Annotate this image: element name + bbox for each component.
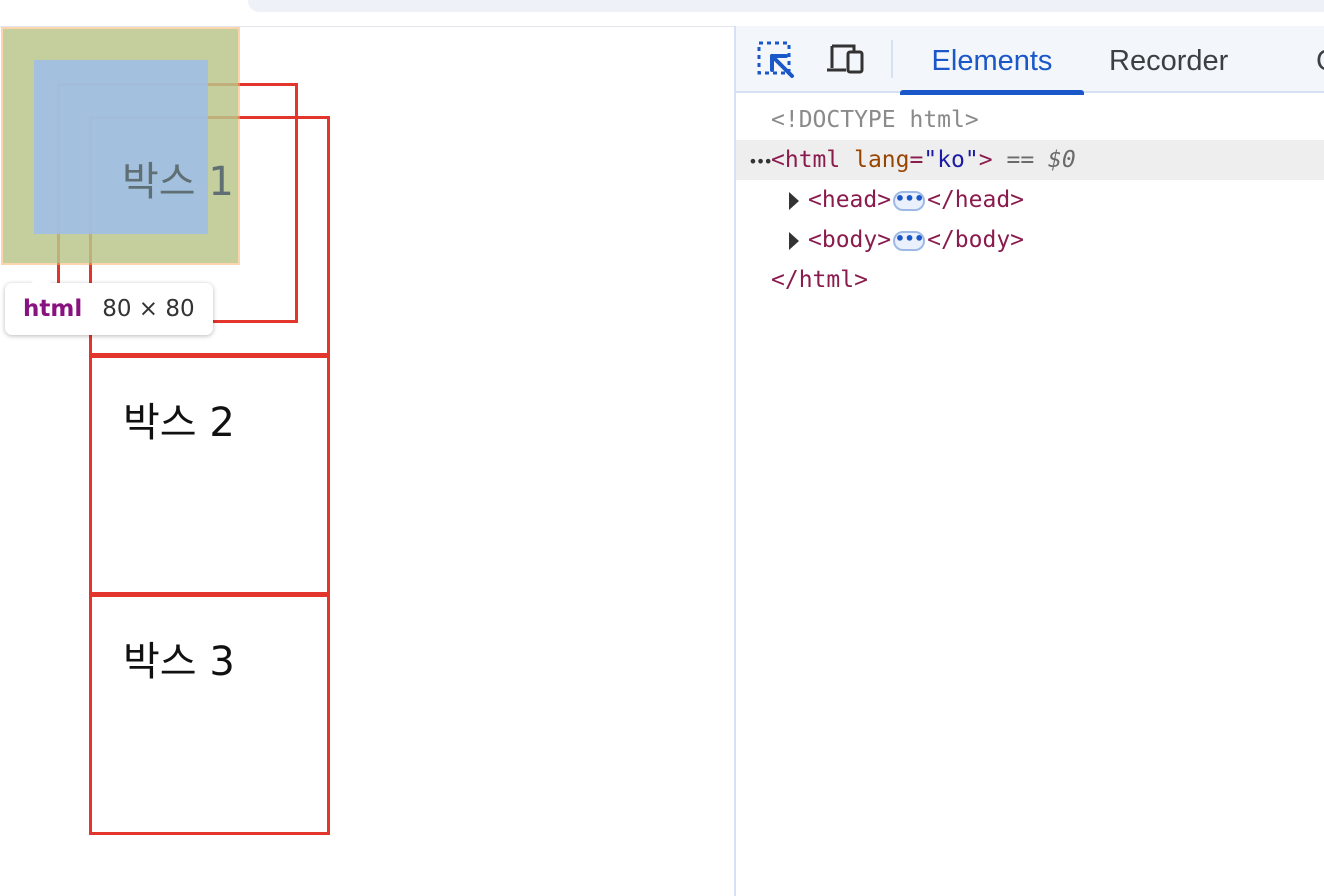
collapsed-children-pill[interactable]: •••: [893, 190, 926, 211]
expand-triangle-icon[interactable]: [789, 191, 799, 210]
inspect-element-icon[interactable]: [754, 38, 798, 82]
inspector-tooltip: html 80 × 80: [5, 273, 213, 335]
devtools-toolbar: Elements Recorder C: [736, 26, 1324, 95]
tab-recorder[interactable]: Recorder: [1109, 45, 1229, 77]
box-2: 박스 2: [89, 355, 330, 595]
html-attr-value: "ko": [923, 147, 979, 173]
html-close-tag: </html>: [771, 267, 868, 293]
box-3: 박스 3: [89, 594, 330, 835]
tooltip-tag-name: html: [23, 296, 83, 322]
tooltip-dimensions: 80 × 80: [102, 296, 195, 322]
box-2-label: 박스 2: [123, 400, 235, 446]
dom-html-row[interactable]: •••<html lang="ko"> == $0: [736, 140, 1324, 180]
devtools-panel: Elements Recorder C <!DOCTYPE html> •••<…: [734, 26, 1324, 896]
selected-marker-eq: ==: [1006, 147, 1035, 173]
highlight-content-overlay: [34, 60, 208, 234]
collapsed-children-pill[interactable]: •••: [893, 230, 926, 251]
device-toolbar-icon[interactable]: [824, 38, 868, 82]
box-3-label: 박스 3: [123, 639, 235, 685]
body-open-tag: <body>: [808, 227, 892, 253]
head-close-tag: </head>: [927, 187, 1025, 213]
html-open-tag-end: >: [978, 147, 993, 173]
selected-marker-ref: $0: [1048, 147, 1076, 173]
tab-next[interactable]: C: [1316, 26, 1324, 93]
dom-body-row[interactable]: <body>•••</body>: [736, 220, 1324, 260]
dom-doctype-row[interactable]: <!DOCTYPE html>: [736, 100, 1324, 140]
dom-head-row[interactable]: <head>•••</head>: [736, 180, 1324, 220]
tab-elements[interactable]: Elements: [900, 26, 1084, 95]
expand-triangle-icon[interactable]: [789, 231, 799, 250]
doctype-text: <!DOCTYPE html>: [771, 107, 979, 133]
toolbar-divider: [891, 40, 893, 78]
html-open-tag: <html: [771, 147, 841, 173]
html-attr-name: lang: [854, 147, 910, 173]
head-open-tag: <head>: [808, 187, 892, 213]
html-attr-eq: =: [909, 147, 924, 173]
dom-html-close-row[interactable]: </html>: [736, 260, 1324, 300]
row-ellipsis-icon[interactable]: •••: [748, 152, 773, 171]
address-bar[interactable]: [248, 0, 1324, 12]
box-1-label: 박스 1: [122, 159, 234, 205]
browser-top-strip: [0, 0, 1324, 27]
selected-node-marker: == $0: [1006, 147, 1075, 173]
body-close-tag: </body>: [927, 227, 1025, 253]
page-viewport: 박스 2 박스 3 박스 1 html 80 × 80: [0, 27, 734, 896]
